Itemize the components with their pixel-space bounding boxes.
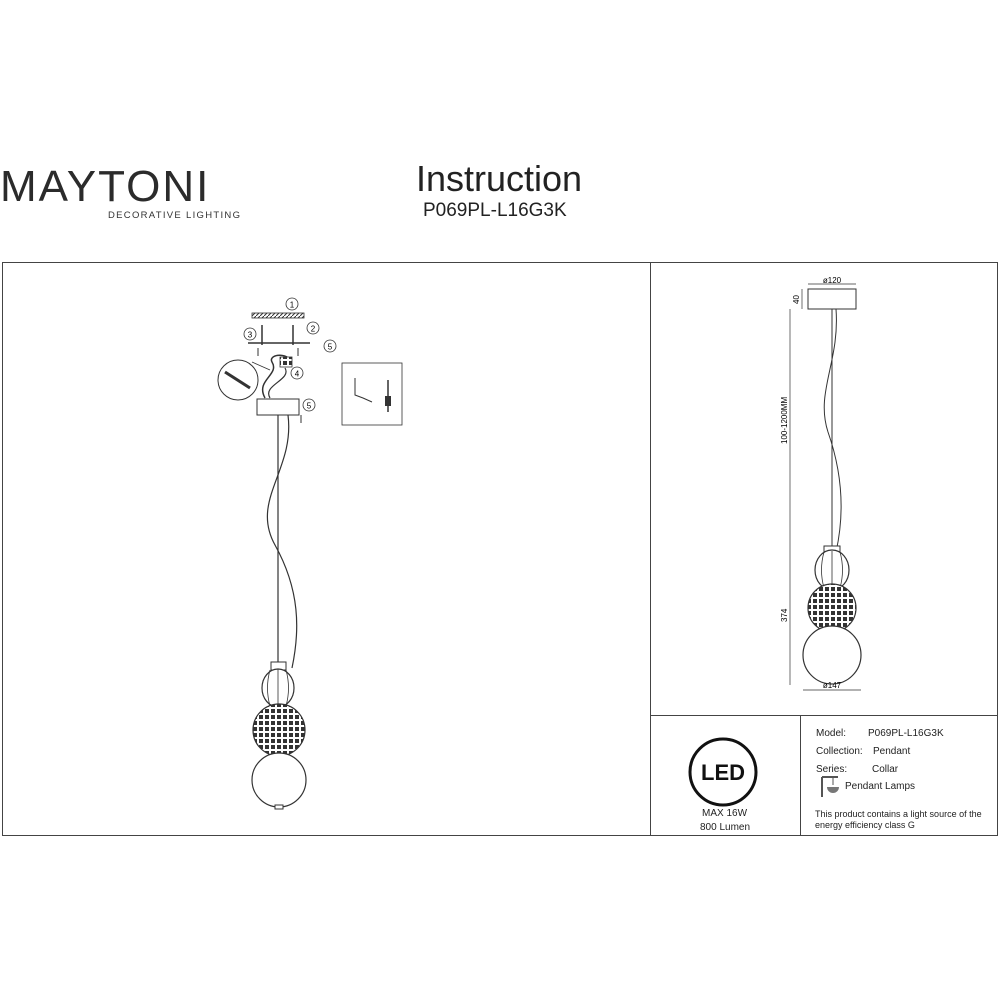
detail-magnifier (217, 359, 259, 401)
callout-1: 1 (285, 297, 299, 311)
type-value: Pendant Lamps (845, 781, 916, 792)
led-badge-label: LED (701, 760, 745, 785)
canopy (256, 398, 300, 416)
model-label: Model: (816, 728, 847, 739)
frame-divider-vertical (650, 262, 651, 836)
series-value: Collar (872, 764, 899, 775)
callout-2: 2 (306, 321, 320, 335)
model-value: P069PL-L16G3K (868, 728, 944, 739)
terminal-block-icon (279, 356, 293, 368)
power-wire (266, 414, 298, 669)
callout-5-bottom: 5 (302, 398, 316, 412)
dim-canopy (807, 288, 857, 310)
document-title: Instruction (416, 158, 583, 199)
pendant-lamp-icon (821, 776, 839, 797)
crystal-mesh-globe (252, 703, 306, 757)
callout-4: 4 (290, 366, 304, 380)
bottom-opal-globe (251, 752, 307, 808)
shade-diameter-label: ø147 (823, 681, 842, 690)
svg-text:5: 5 (328, 343, 333, 352)
energy-note-line-1: This product contains a light source of … (815, 809, 982, 819)
cable-adjust-inset (341, 362, 403, 426)
ceiling-hatch (251, 312, 305, 319)
document-frame (2, 262, 998, 836)
cable-length-label: 100-1200MM (780, 397, 789, 444)
collection-label: Collection: (816, 746, 863, 757)
frame-divider-horizontal (650, 715, 998, 716)
dimension-drawing: ø120 40 100-1200MM 374 ø147 (780, 276, 862, 691)
svg-text:4: 4 (295, 370, 300, 379)
callout-5-top: 5 (323, 339, 337, 353)
svg-text:3: 3 (248, 331, 253, 340)
series-label: Series: (816, 764, 848, 775)
brand-logo: MAYTONI (0, 162, 211, 211)
lumen-label: 800 Lumen (700, 822, 751, 833)
callout-3: 3 (243, 327, 257, 341)
installation-diagram: 1 2 3 4 5 5 (217, 297, 403, 810)
spec-divider (800, 715, 801, 836)
svg-text:2: 2 (311, 325, 316, 334)
canopy-height-label: 40 (792, 295, 801, 304)
model-code-heading: P069PL-L16G3K (423, 200, 567, 221)
led-badge: LED (688, 737, 758, 807)
collection-value: Pendant (873, 746, 911, 757)
energy-note-line-2: energy efficiency class G (815, 820, 915, 830)
canopy-diameter-label: ø120 (823, 276, 842, 285)
brand-subtitle: DECORATIVE LIGHTING (108, 210, 242, 221)
max-power-label: MAX 16W (702, 808, 748, 819)
body-height-label: 374 (780, 608, 789, 622)
svg-text:1: 1 (290, 301, 295, 310)
svg-text:5: 5 (307, 402, 312, 411)
